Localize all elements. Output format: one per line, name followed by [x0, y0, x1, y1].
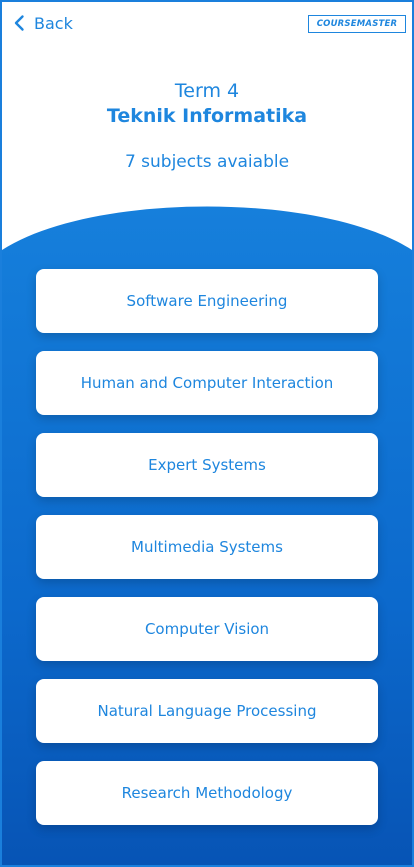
subject-count: 7 subjects avaiable — [124, 152, 290, 172]
subject-list: Software Engineering Human and Computer … — [36, 269, 378, 843]
subject-card[interactable]: Natural Language Processing — [36, 679, 378, 743]
subject-label: Human and Computer Interaction — [80, 374, 334, 392]
back-label: Back — [34, 13, 73, 33]
subject-label: Software Engineering — [126, 292, 288, 310]
subject-card[interactable]: Multimedia Systems — [36, 515, 378, 579]
subject-label: Research Methodology — [121, 784, 293, 802]
program-title: Teknik Informatika — [106, 105, 308, 127]
subject-card[interactable]: Software Engineering — [36, 269, 378, 333]
term-label: Term 4 — [174, 80, 240, 102]
subject-label: Multimedia Systems — [131, 538, 283, 556]
subject-label: Natural Language Processing — [97, 702, 317, 720]
subject-card[interactable]: Computer Vision — [36, 597, 378, 661]
subject-label: Expert Systems — [148, 456, 266, 474]
header-background — [2, 2, 412, 250]
subject-card[interactable]: Human and Computer Interaction — [36, 351, 378, 415]
back-button[interactable]: Back — [12, 12, 73, 34]
subject-card[interactable]: Research Methodology — [36, 761, 378, 825]
chevron-left-icon — [12, 14, 26, 32]
subject-card[interactable]: Expert Systems — [36, 433, 378, 497]
subject-label: Computer Vision — [144, 620, 270, 638]
